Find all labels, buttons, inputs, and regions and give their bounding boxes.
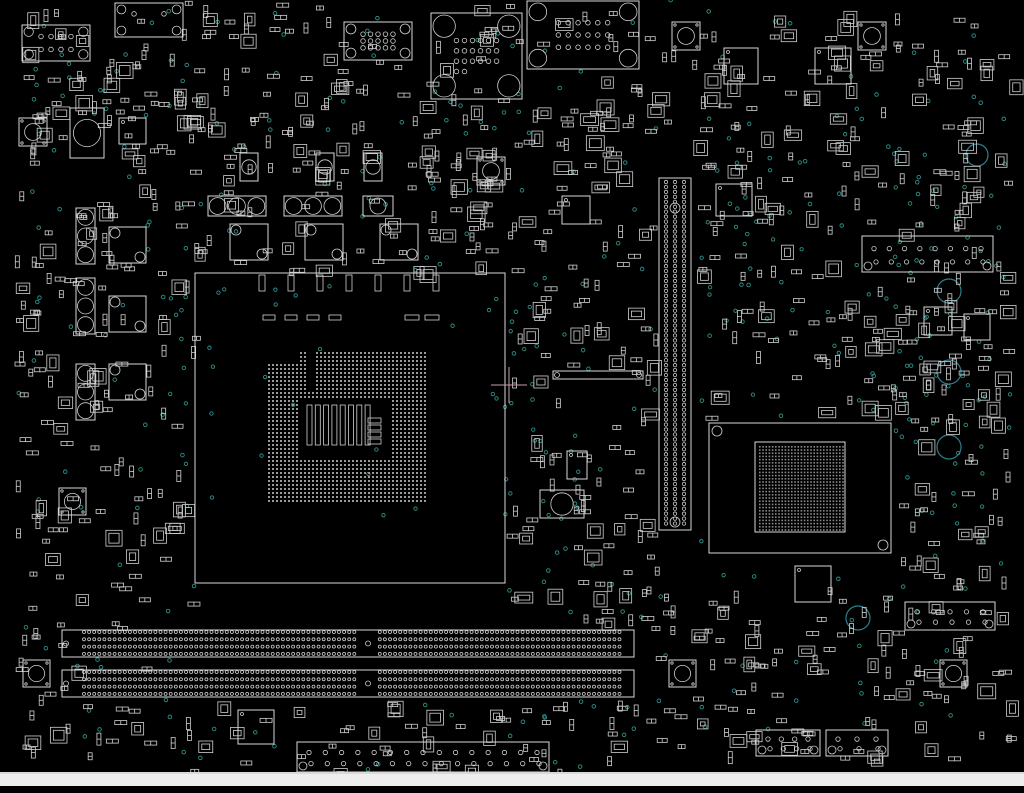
crosshair-cursor-icon xyxy=(491,367,527,403)
tact-switch xyxy=(672,22,700,50)
tact-switch xyxy=(669,660,696,687)
main-components-layer[interactable] xyxy=(19,1,995,772)
cpu-socket[interactable] xyxy=(195,273,505,583)
status-bar xyxy=(0,772,1024,786)
ic-chip xyxy=(562,196,590,224)
small-components-layer xyxy=(15,1,1023,772)
vrm-choke xyxy=(305,224,343,260)
vrm-choke xyxy=(109,296,146,332)
tact-switch xyxy=(858,22,886,50)
mounting-hole xyxy=(937,279,961,303)
ic-chip xyxy=(964,314,990,340)
capacitor xyxy=(240,153,258,181)
tact-switch xyxy=(59,488,86,515)
capacitor xyxy=(364,153,382,181)
tact-switch xyxy=(940,660,967,687)
connector-usb-header-b[interactable] xyxy=(826,730,888,756)
capacitor xyxy=(76,364,95,420)
ic-chip xyxy=(567,451,587,479)
capacitor xyxy=(70,108,104,158)
pcb-layout[interactable] xyxy=(0,0,1024,772)
connector-audio[interactable] xyxy=(527,1,639,69)
pcb-board-canvas[interactable] xyxy=(0,0,1024,772)
ic-chip xyxy=(119,118,146,144)
capacitor xyxy=(284,196,342,216)
cpu-pad-array xyxy=(268,352,426,502)
dimm-slot-1[interactable] xyxy=(62,630,634,657)
pcie-slot[interactable] xyxy=(659,178,691,530)
capacitor xyxy=(76,278,95,334)
vrm-choke xyxy=(109,364,146,400)
tact-switch xyxy=(23,660,50,687)
status-text xyxy=(0,782,6,792)
ic-chip xyxy=(795,566,831,602)
dimm-slot-2[interactable] xyxy=(62,670,634,697)
connector-vga[interactable] xyxy=(344,22,412,60)
connector-dvi-top[interactable] xyxy=(115,3,183,37)
connector-sata-header[interactable] xyxy=(862,236,993,272)
slim-header xyxy=(553,371,643,379)
chipset-pch[interactable] xyxy=(709,423,891,553)
vrm-choke xyxy=(109,227,146,263)
connector-m2-header[interactable] xyxy=(905,602,995,630)
mounting-hole xyxy=(937,435,961,459)
